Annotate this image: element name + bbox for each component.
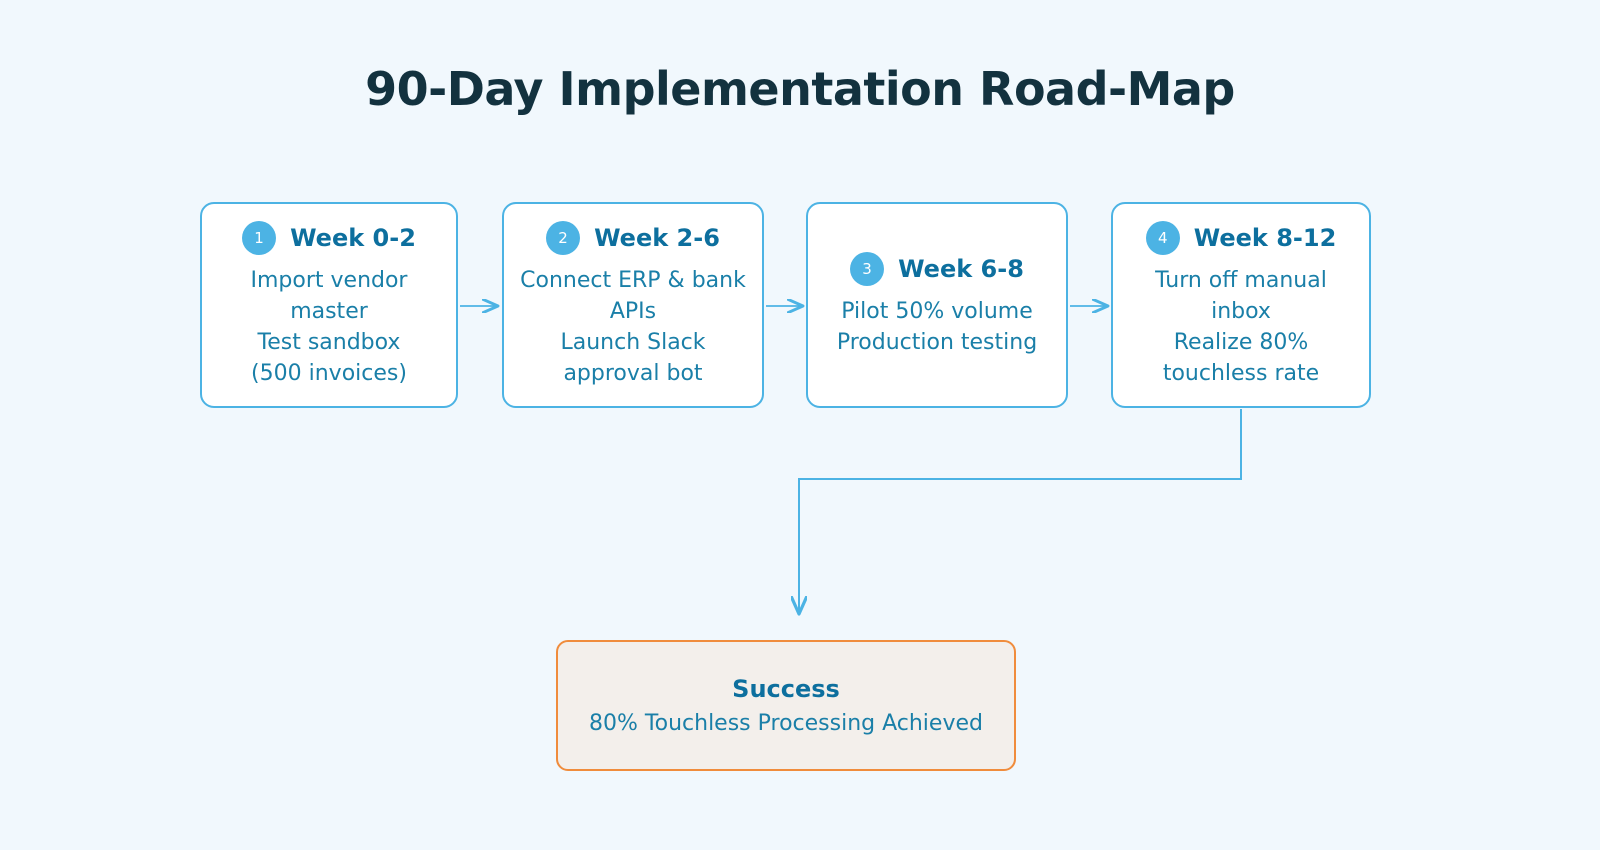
stage-title: Week 2-6 (594, 224, 720, 252)
stage-body-line: Test sandbox (257, 330, 401, 355)
stage-body-line: touchless rate (1162, 361, 1320, 386)
stage-body-line: APIs (609, 299, 657, 324)
stage-badge: 3 (850, 252, 885, 286)
stage-body: Import vendor master Test sandbox (500 i… (251, 265, 408, 389)
stage-badge: 1 (242, 221, 277, 255)
stage-badge: 4 (1145, 221, 1180, 255)
stage-card-4[interactable]: 4 Week 8-12 Turn off manual inbox Realiz… (1111, 202, 1371, 408)
success-subtitle: 80% Touchless Processing Achieved (589, 711, 983, 736)
stage-body-line: approval bot (563, 361, 703, 386)
stage-header: 4 Week 8-12 (1145, 221, 1337, 255)
success-title: Success (732, 675, 840, 703)
stage-body: Pilot 50% volume Production testing (837, 296, 1037, 358)
stage-body: Connect ERP & bank APIs Launch Slack app… (520, 265, 746, 389)
stage-body-line: master (290, 299, 368, 324)
success-box[interactable]: Success 80% Touchless Processing Achieve… (556, 640, 1016, 771)
stage-header: 2 Week 2-6 (546, 221, 720, 255)
stage-title: Week 8-12 (1193, 224, 1337, 252)
arrow-stage4-to-success (799, 409, 1242, 614)
page-title: 90-Day Implementation Road-Map (365, 62, 1235, 116)
stage-header: 3 Week 6-8 (850, 252, 1024, 286)
stage-body-line: Production testing (836, 330, 1038, 355)
stage-body-line: Launch Slack (560, 330, 706, 355)
stage-card-1[interactable]: 1 Week 0-2 Import vendor master Test san… (200, 202, 458, 408)
stage-body-line: Import vendor (250, 268, 408, 293)
stage-body-line: Pilot 50% volume (841, 299, 1033, 324)
stage-card-3[interactable]: 3 Week 6-8 Pilot 50% volume Production t… (806, 202, 1068, 408)
stage-body-line: inbox (1211, 299, 1271, 324)
stage-badge: 2 (546, 221, 581, 255)
stage-title: Week 0-2 (290, 224, 416, 252)
stage-header: 1 Week 0-2 (242, 221, 416, 255)
stage-title: Week 6-8 (898, 255, 1024, 283)
stage-body: Turn off manual inbox Realize 80% touchl… (1155, 265, 1327, 389)
stage-card-2[interactable]: 2 Week 2-6 Connect ERP & bank APIs Launc… (502, 202, 764, 408)
stage-body-line: Realize 80% (1173, 330, 1309, 355)
stage-body-line: (500 invoices) (251, 361, 407, 386)
stage-body-line: Connect ERP & bank (520, 268, 746, 293)
stage-body-line: Turn off manual (1155, 268, 1327, 293)
